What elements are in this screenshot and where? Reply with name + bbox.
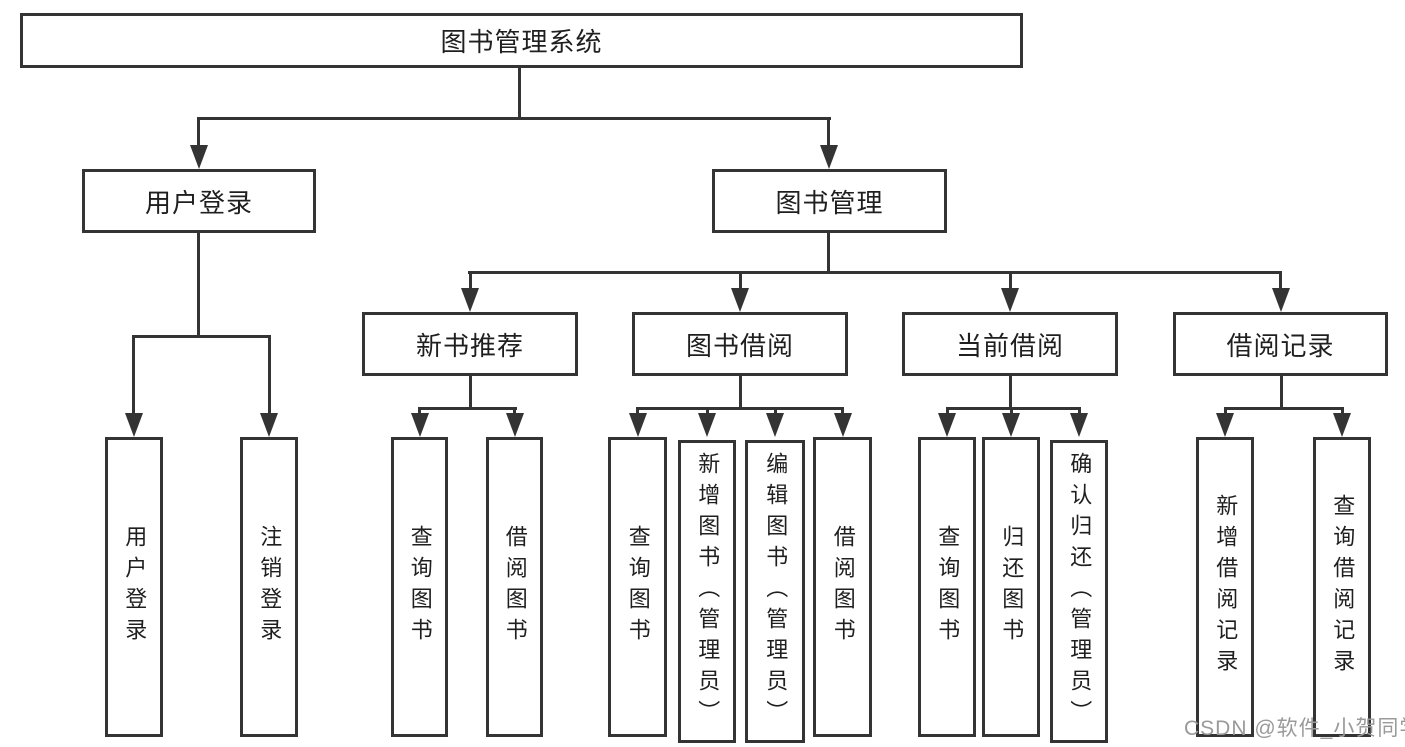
arrow-down-icon — [506, 413, 524, 437]
leaf-confirm-return-admin: 确认归还（管理员） — [1050, 440, 1108, 743]
arrow-shaft — [469, 271, 472, 288]
node-current-borrowing-label: 当前借阅 — [955, 330, 1064, 361]
node-book-management-label: 图书管理 — [775, 187, 884, 218]
h-line — [946, 407, 1080, 410]
leaf-logout: 注销登录 — [240, 437, 298, 737]
leaf-return-books-label: 归还图书 — [999, 525, 1025, 649]
v-line — [827, 233, 830, 272]
leaf-query-borrow-record-label: 查询借阅记录 — [1330, 494, 1356, 680]
leaf-query-books-current-label: 查询图书 — [935, 525, 961, 649]
leaf-query-borrow-record: 查询借阅记录 — [1313, 437, 1371, 737]
arrow-down-icon — [1002, 413, 1020, 437]
arrow-shaft — [827, 117, 830, 145]
leaf-logout-label: 注销登录 — [257, 525, 283, 649]
v-line — [1009, 376, 1012, 408]
arrow-shaft — [197, 117, 200, 145]
arrow-shaft — [1279, 271, 1282, 288]
arrow-down-icon — [834, 413, 852, 437]
arrow-shaft — [418, 407, 421, 413]
node-book-borrowing: 图书借阅 — [632, 312, 848, 376]
h-line — [636, 407, 844, 410]
leaf-query-books-borrowing-label: 查询图书 — [625, 525, 651, 649]
arrow-shaft — [946, 407, 949, 413]
arrow-shaft — [1009, 271, 1012, 288]
arrow-shaft — [706, 407, 709, 413]
node-current-borrowing: 当前借阅 — [902, 312, 1118, 376]
node-book-management: 图书管理 — [712, 169, 947, 233]
arrow-shaft — [841, 407, 844, 413]
leaf-edit-books-admin-label: 编辑图书（管理员） — [763, 452, 789, 731]
node-borrowing-records: 借阅记录 — [1173, 312, 1388, 376]
leaf-user-login: 用户登录 — [105, 437, 163, 737]
arrow-down-icon — [766, 413, 784, 437]
arrow-down-icon — [731, 288, 749, 312]
leaf-edit-books-admin: 编辑图书（管理员） — [745, 440, 805, 743]
arrow-down-icon — [125, 413, 143, 437]
leaf-add-books-admin: 新增图书（管理员） — [678, 440, 736, 743]
arrow-shaft — [513, 407, 516, 413]
arrow-down-icon — [1272, 288, 1290, 312]
leaf-borrow-books-recommend: 借阅图书 — [486, 437, 543, 737]
h-line — [468, 271, 1282, 274]
leaf-user-login-label: 用户登录 — [122, 525, 148, 649]
arrow-shaft — [636, 407, 639, 413]
arrow-shaft — [132, 335, 135, 413]
arrow-down-icon — [1070, 413, 1088, 437]
h-line — [418, 407, 517, 410]
node-user-login-label: 用户登录 — [144, 187, 253, 218]
arrow-down-icon — [411, 413, 429, 437]
node-user-login: 用户登录 — [82, 169, 316, 233]
arrow-shaft — [1010, 407, 1013, 413]
leaf-confirm-return-admin-label: 确认归还（管理员） — [1067, 452, 1093, 731]
leaf-borrow-books-recommend-label: 借阅图书 — [502, 525, 528, 649]
arrow-shaft — [1341, 407, 1344, 413]
leaf-return-books: 归还图书 — [982, 437, 1040, 737]
arrow-shaft — [774, 407, 777, 413]
leaf-borrow-books-borrowing: 借阅图书 — [813, 437, 872, 737]
arrow-shaft — [1078, 407, 1081, 413]
leaf-borrow-books-borrowing-label: 借阅图书 — [830, 525, 856, 649]
h-line — [132, 335, 271, 338]
arrow-down-icon — [820, 145, 838, 169]
arrow-shaft — [739, 271, 742, 288]
arrow-down-icon — [1001, 288, 1019, 312]
node-book-borrowing-label: 图书借阅 — [685, 330, 794, 361]
leaf-add-borrow-record: 新增借阅记录 — [1196, 437, 1254, 737]
leaf-query-books-current: 查询图书 — [918, 437, 976, 737]
leaf-add-borrow-record-label: 新增借阅记录 — [1213, 494, 1239, 680]
arrow-down-icon — [260, 413, 278, 437]
node-new-book-recommend: 新书推荐 — [362, 312, 578, 376]
leaf-query-books-recommend-label: 查询图书 — [407, 525, 433, 649]
h-line — [1224, 407, 1343, 410]
v-line — [1280, 376, 1283, 408]
v-line — [469, 376, 472, 408]
arrow-down-icon — [698, 413, 716, 437]
leaf-query-books-borrowing: 查询图书 — [608, 437, 667, 737]
leaf-add-books-admin-label: 新增图书（管理员） — [695, 452, 721, 731]
arrow-down-icon — [938, 413, 956, 437]
arrow-down-icon — [1333, 413, 1351, 437]
node-library-system: 图书管理系统 — [20, 13, 1023, 68]
arrow-down-icon — [629, 413, 647, 437]
node-library-system-label: 图书管理系统 — [440, 27, 603, 57]
node-borrowing-records-label: 借阅记录 — [1226, 330, 1335, 361]
node-new-book-recommend-label: 新书推荐 — [415, 330, 524, 361]
arrow-down-icon — [190, 145, 208, 169]
arrow-shaft — [1224, 407, 1227, 413]
arrow-down-icon — [461, 288, 479, 312]
v-line — [197, 233, 200, 336]
v-line — [739, 376, 742, 408]
csdn-watermark: CSDN @软件_小贺同学 — [1184, 717, 1405, 740]
leaf-query-books-recommend: 查询图书 — [391, 437, 448, 737]
arrow-down-icon — [1216, 413, 1234, 437]
arrow-shaft — [268, 335, 271, 413]
h-line — [197, 117, 831, 120]
v-line — [518, 68, 521, 118]
